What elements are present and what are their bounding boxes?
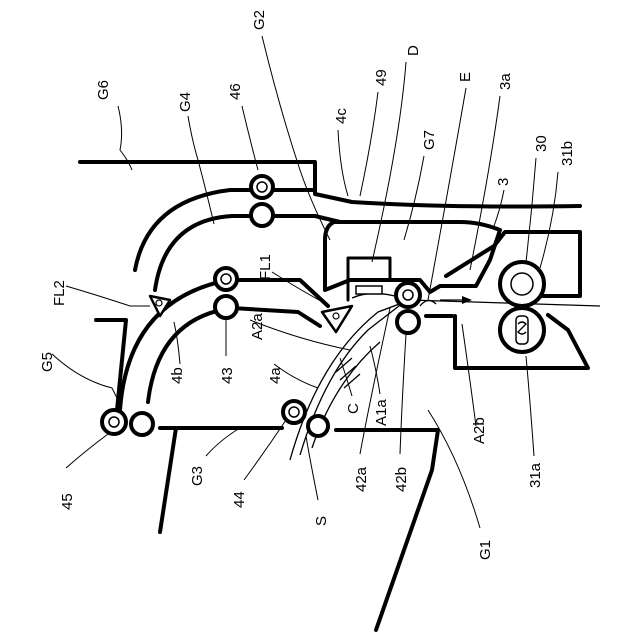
leader-31b [540, 172, 558, 268]
label-31a: 31a [527, 462, 544, 488]
roller-45-left [102, 410, 126, 434]
label-a1a: A1a [373, 399, 390, 426]
label-31b: 31b [559, 141, 576, 166]
leader-g3 [206, 428, 240, 456]
sensor-plate [356, 286, 382, 294]
leader-d [372, 62, 406, 262]
label-g2: G2 [251, 10, 268, 30]
label-45: 45 [59, 493, 76, 510]
leader-a1a [370, 346, 380, 394]
bottom-guide-right [336, 430, 438, 630]
label-fl1: FL1 [257, 254, 274, 280]
label-c: C [345, 403, 362, 414]
label-3a: 3a [497, 73, 514, 90]
label-fl2: FL2 [51, 280, 68, 306]
label-46: 46 [227, 83, 244, 100]
label-g7: G7 [421, 130, 438, 150]
label-4a: 4a [267, 367, 284, 384]
label-44: 44 [231, 491, 248, 508]
label-4b: 4b [169, 367, 186, 384]
sheet-path-loop [420, 300, 436, 306]
leader-s [306, 436, 318, 500]
label-g1: G1 [477, 540, 494, 560]
pressure-roller-31a [500, 308, 544, 352]
leader-49 [360, 92, 378, 196]
label-43: 43 [219, 367, 236, 384]
roller-46-upper [251, 176, 273, 198]
label-g5: G5 [39, 352, 56, 372]
label-g6: G6 [95, 80, 112, 100]
roller-43-lower [215, 296, 237, 318]
leader-g4 [188, 116, 214, 224]
leader-30 [526, 158, 536, 262]
leader-fl1 [272, 272, 330, 306]
label-30: 30 [533, 135, 550, 152]
roller-43-upper [215, 268, 237, 290]
label-g3: G3 [189, 466, 206, 486]
leader-a2b [462, 324, 476, 426]
leader-g7 [404, 156, 424, 240]
direction-arrow-icon [462, 296, 472, 304]
label-42a: 42a [353, 466, 370, 492]
label-g4: G4 [177, 92, 194, 112]
heat-roller-31b [500, 262, 544, 306]
label-d: D [405, 45, 422, 56]
leader-45 [66, 434, 108, 468]
label-e: E [457, 72, 474, 82]
label-a2a: A2a [249, 313, 266, 340]
label-4c: 4c [333, 108, 350, 124]
roller-42b [397, 311, 419, 333]
leader-4c [338, 130, 348, 196]
label-42b: 42b [393, 467, 410, 492]
leader-42a [360, 308, 390, 454]
leader-31a [526, 356, 534, 456]
label-3: 3 [495, 178, 512, 186]
leader-fl2 [66, 286, 150, 306]
leader-4b [174, 322, 180, 364]
sheet-path-a1a [290, 300, 410, 460]
label-49: 49 [373, 69, 390, 86]
leader-42b [400, 334, 406, 454]
leader-g5 [52, 354, 118, 400]
lower-left-wall [160, 428, 176, 532]
roller-42a [396, 283, 420, 307]
roller-46-lower [251, 204, 273, 226]
label-a2b: A2b [471, 417, 488, 444]
label-s: S [313, 516, 330, 526]
guide-walls [80, 162, 588, 630]
roller-45-right [131, 413, 153, 435]
roller-44-upper [283, 401, 305, 423]
roller-44-lower [308, 416, 328, 436]
